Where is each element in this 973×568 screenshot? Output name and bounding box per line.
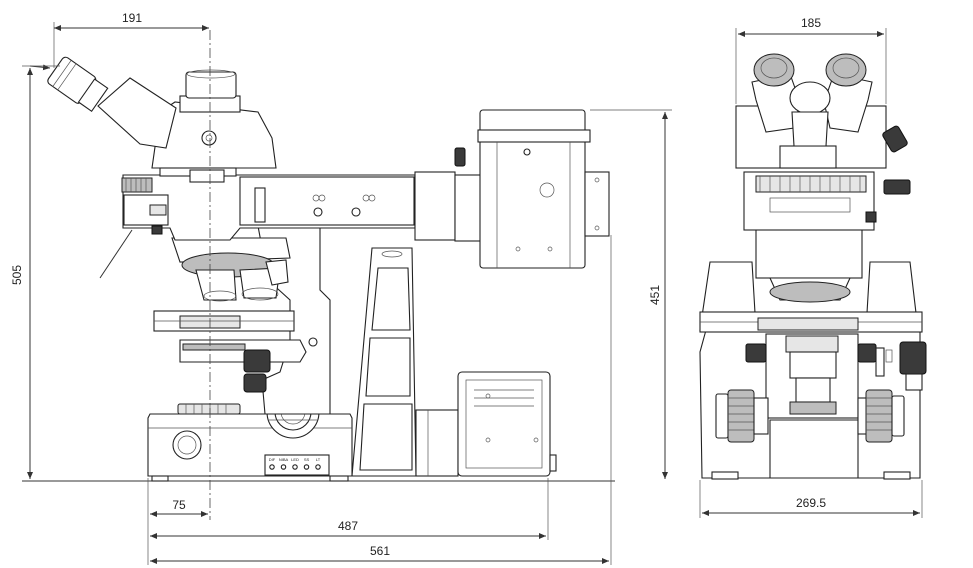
dim-side-top-width: 191	[29, 11, 209, 71]
bottom-lamp-house	[415, 371, 557, 477]
panel-button	[280, 464, 287, 470]
front-focus-knob-left	[715, 389, 769, 443]
filter-slot-2	[351, 194, 376, 217]
filter-dial	[177, 403, 241, 415]
dim-label: 185	[801, 16, 821, 30]
dim-side-height: 505	[10, 65, 60, 479]
panel-button-label: DIF	[269, 457, 276, 462]
dim-lamp-height: 451	[590, 109, 672, 479]
stage-y-knob	[243, 373, 267, 393]
front-nosepiece	[755, 227, 863, 279]
panel-button	[303, 464, 310, 470]
dim-label: 505	[10, 265, 24, 285]
dim-label: 75	[172, 498, 186, 512]
stage-control-knob	[899, 341, 927, 375]
front-focus-knob-right	[857, 341, 927, 443]
panel-button-label: LED	[291, 457, 299, 462]
stage-x-knob	[243, 349, 271, 373]
panel-button-label: LT	[316, 457, 321, 462]
camera-port	[185, 71, 237, 99]
lamp-house	[477, 109, 610, 269]
front-camera-port	[789, 81, 831, 115]
dim-stage-offset: 75	[147, 478, 208, 565]
illuminator-port	[172, 430, 202, 460]
dim-front-top-width: 185	[735, 16, 887, 104]
panel-button-label: SS	[304, 457, 310, 462]
column-panel	[365, 337, 411, 397]
dim-label: 269.5	[796, 496, 826, 510]
stage	[153, 310, 318, 393]
support-column	[351, 247, 417, 477]
front-eyepiece-left	[751, 53, 801, 133]
aperture-ring	[121, 177, 153, 193]
column-panel	[371, 267, 411, 331]
panel-button-label: NIBA	[279, 457, 289, 462]
column-panel	[359, 403, 413, 471]
dim-total-depth: 561	[150, 235, 612, 565]
binocular-head	[47, 56, 277, 183]
dim-label: 561	[370, 544, 390, 558]
dim-label: 487	[338, 519, 358, 533]
dim-front-base-width: 269.5	[699, 480, 923, 518]
panel-button	[292, 464, 298, 470]
tube-knob	[454, 147, 466, 167]
filter-slot-1	[312, 194, 326, 217]
panel-button	[315, 464, 321, 470]
dim-base-to-lamp: 487	[150, 478, 549, 540]
objective-lens	[195, 269, 237, 301]
dim-label: 191	[122, 11, 142, 25]
front-side-knob	[883, 179, 911, 195]
front-head-knob	[882, 125, 908, 153]
epi-tube	[414, 147, 482, 242]
dim-label: 451	[648, 285, 662, 305]
front-view: 185 269.5	[699, 16, 927, 518]
upper-body	[99, 174, 416, 279]
panel-button	[269, 464, 275, 470]
eyepiece	[47, 56, 109, 112]
nosepiece	[171, 237, 291, 302]
